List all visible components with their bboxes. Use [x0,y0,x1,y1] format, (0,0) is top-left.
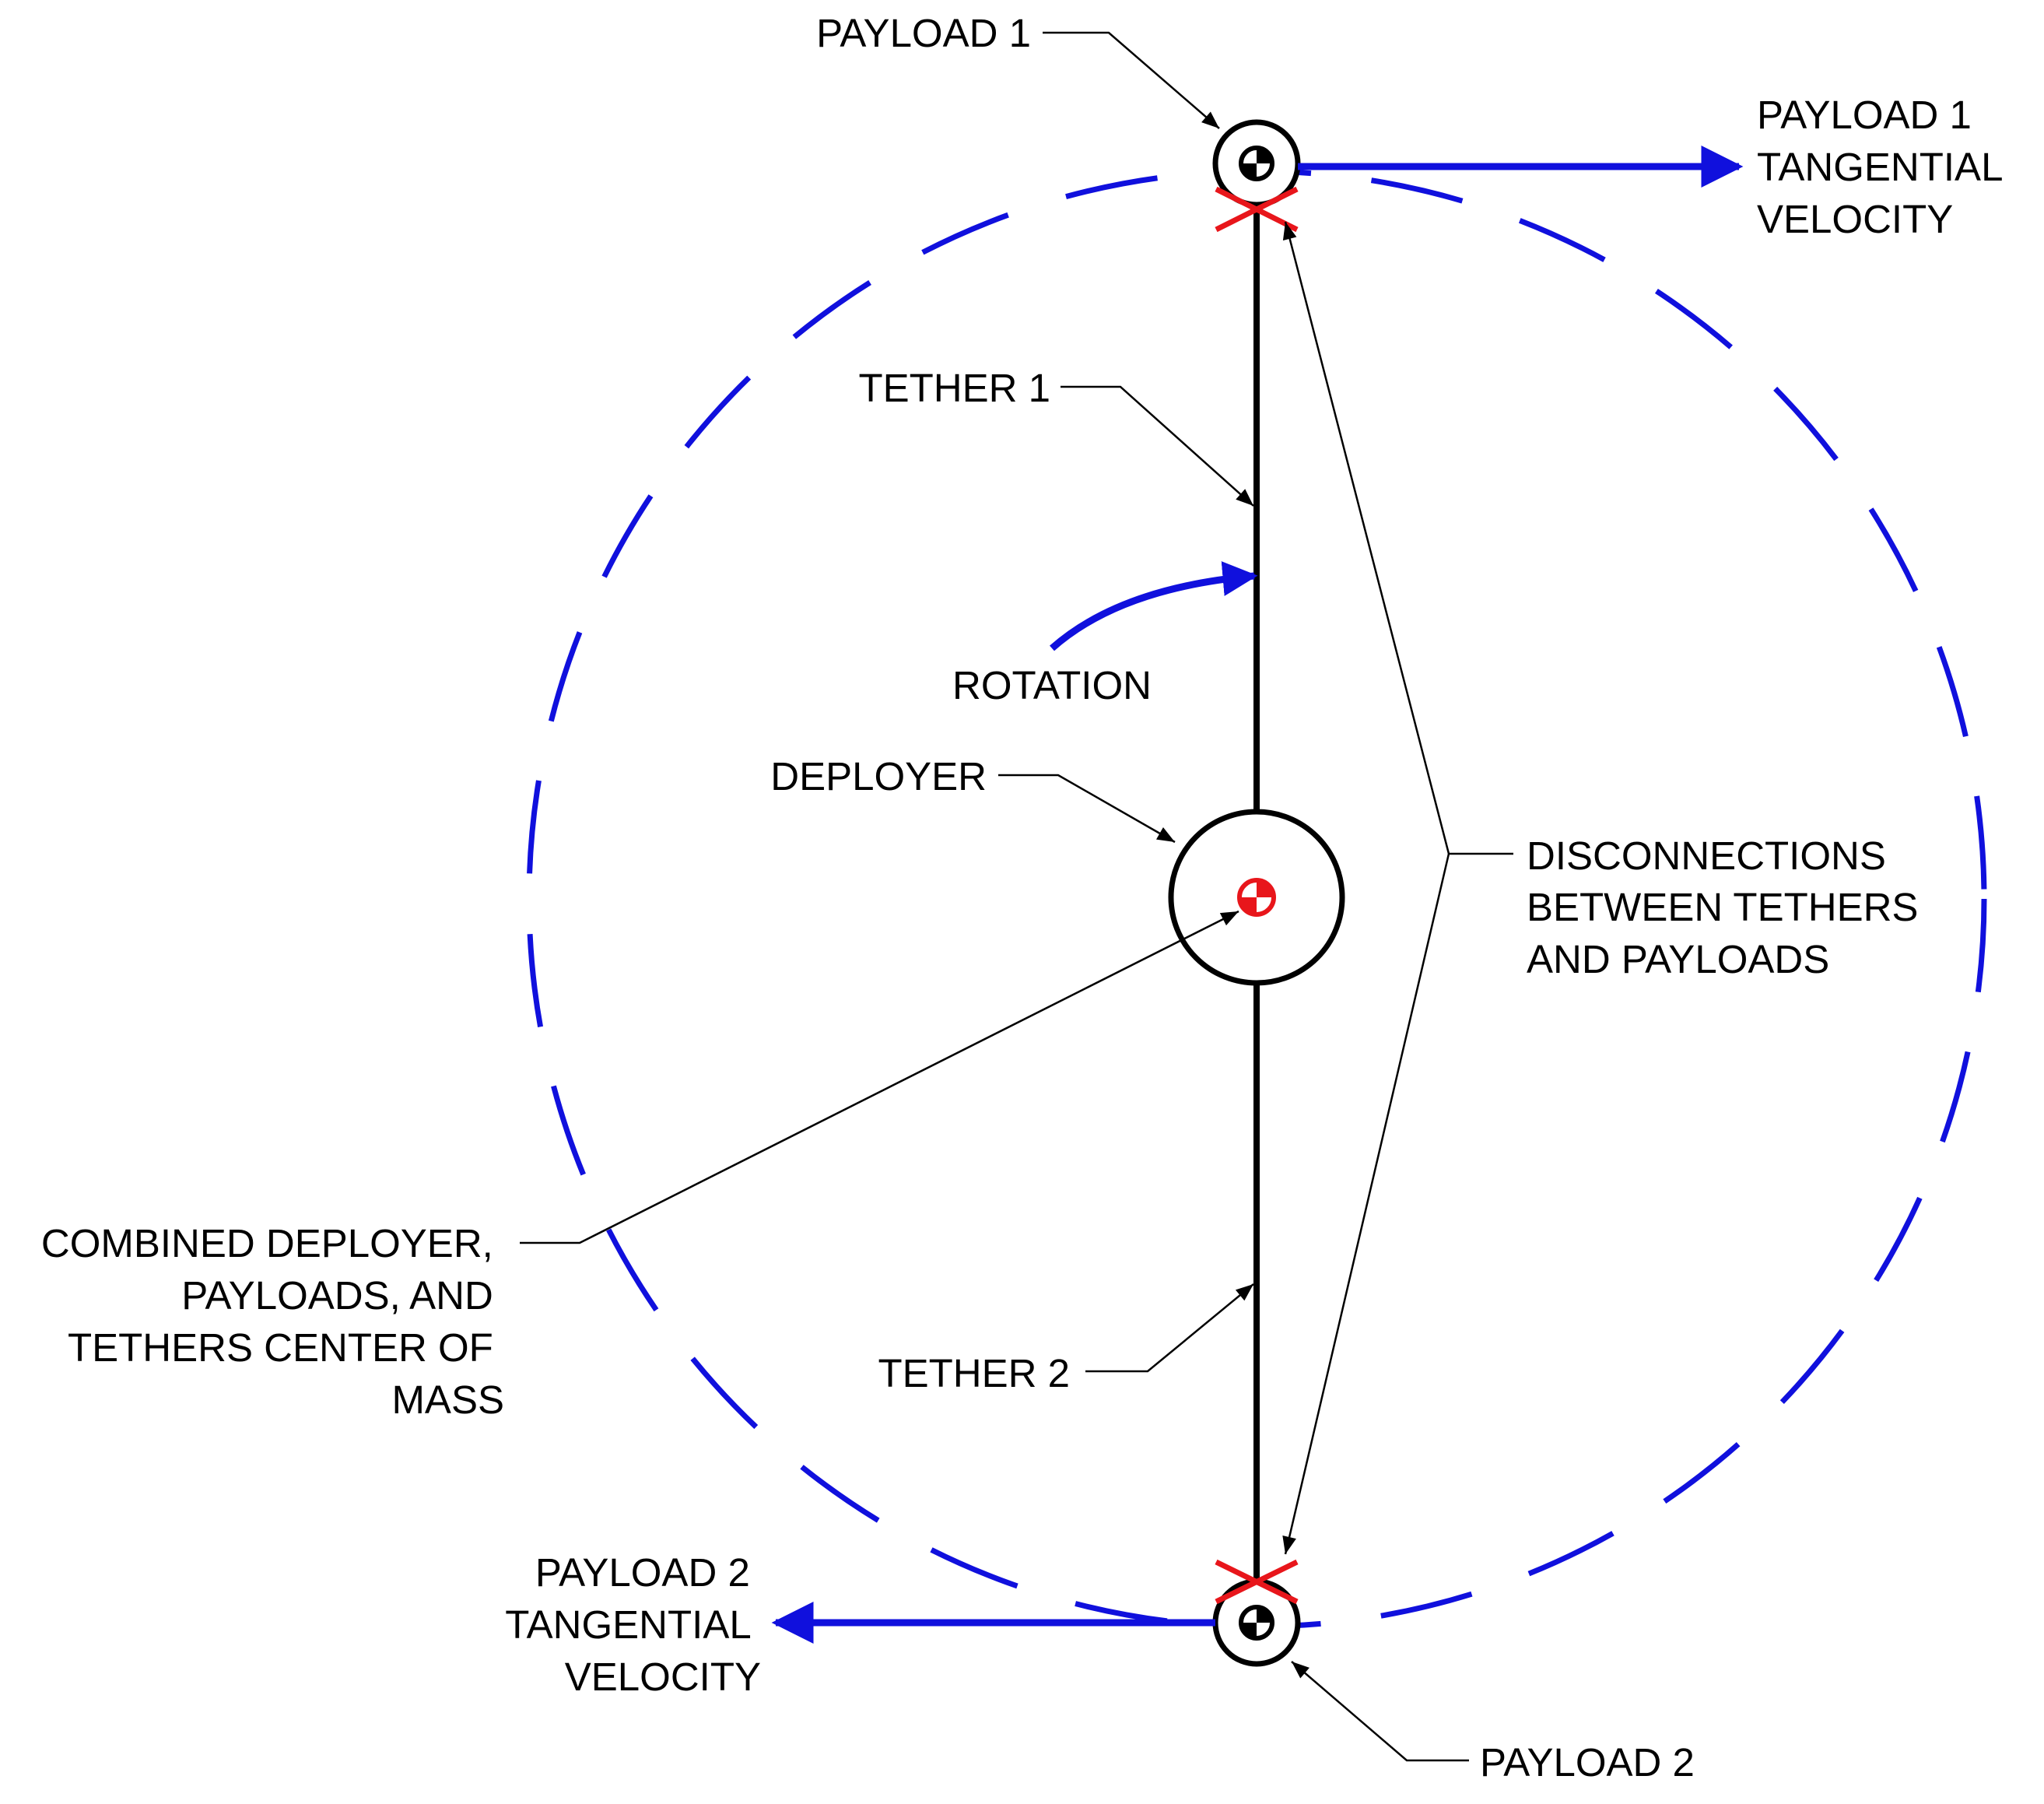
rotation-label: ROTATION [952,663,1152,707]
center-of-mass-label: COMBINED DEPLOYER, PAYLOADS, AND TETHERS… [41,1221,504,1422]
disconnections-leader [1282,221,1513,1555]
center-of-mass-leader [520,910,1239,1244]
tether-2-leader [1085,1283,1254,1373]
payload-2-leader [1291,1661,1469,1762]
deployer-leader [998,774,1176,844]
payload-1-leader [1043,31,1220,129]
payload-2-velocity-label: PAYLOAD 2 TANGENTIAL VELOCITY [505,1550,761,1699]
payload-1-velocity-label: PAYLOAD 1 TANGENTIAL VELOCITY [1757,93,2013,241]
tether-1-leader [1061,385,1254,507]
deployer-label: DEPLOYER [770,754,987,798]
disconnections-label: DISCONNECTIONS BETWEEN TETHERS AND PAYLO… [1527,834,1930,981]
tether-2-label: TETHER 2 [878,1351,1070,1395]
payload-2-label: PAYLOAD 2 [1480,1740,1695,1785]
tether-1-label: TETHER 1 [858,366,1050,410]
center-of-mass-marker [1237,878,1276,917]
disconnection-marker-bottom [1215,1559,1299,1605]
rotation-arrow [1050,561,1258,651]
payload-1-label: PAYLOAD 1 [816,11,1031,55]
